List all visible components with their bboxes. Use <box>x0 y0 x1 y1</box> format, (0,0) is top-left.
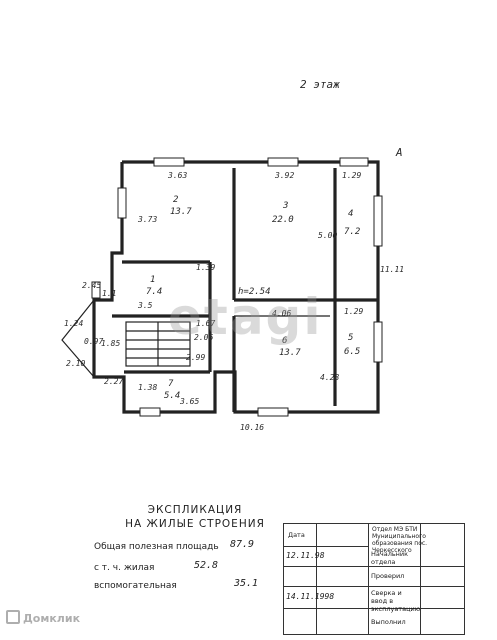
floor-label: 2 этаж <box>300 78 340 91</box>
room-num: 1 <box>150 275 155 285</box>
window-left-1 <box>117 187 127 219</box>
room-num: 7 <box>168 379 174 389</box>
window-top-2 <box>267 157 299 167</box>
room-area: 7.2 <box>344 227 360 237</box>
height-label: h=2.54 <box>238 287 271 297</box>
stamp-row3-date: 14.11.1998 <box>286 592 335 601</box>
stair-bay <box>61 299 95 378</box>
explication-title-line2: НА ЖИЛЫЕ СТРОЕНИЯ <box>125 518 265 530</box>
dim-label: 11.11 <box>380 265 404 274</box>
stamp-date-header: Дата <box>288 531 305 539</box>
dim-label: 0.97 <box>84 337 103 346</box>
dim-label: 3.92 <box>274 171 294 180</box>
living-area-value: 52.8 <box>194 560 219 571</box>
stamp-row4-label: Выполнил <box>371 618 406 626</box>
window-left-2 <box>91 281 101 299</box>
dim-label: 1.29 <box>344 307 363 316</box>
stamp-row2-label: Проверил <box>371 572 405 580</box>
room-num: 3 <box>282 201 288 211</box>
room-area: 13.7 <box>279 348 301 358</box>
window-top-3 <box>339 157 369 167</box>
domclick-logo: Домклик <box>6 610 80 625</box>
dim-label: 1.24 <box>64 319 83 328</box>
window-bottom-2 <box>139 407 161 417</box>
explication-title-line1: ЭКСПЛИКАЦИЯ <box>147 504 243 516</box>
window-right-2 <box>373 321 383 363</box>
window-right-1 <box>373 195 383 247</box>
domclick-logo-text: Домклик <box>23 612 81 625</box>
dim-label: 1.38 <box>138 383 157 392</box>
dim-label: 2.45 <box>82 281 101 290</box>
dim-label: 3.73 <box>137 215 157 224</box>
room-area: 5.4 <box>164 391 180 401</box>
dim-label: 1.39 <box>196 263 215 272</box>
dim-label: 2.27 <box>104 377 123 386</box>
stamp-row3-label: Сверка и ввод в эксплуатацию <box>371 589 421 613</box>
dim-label: 5.00 <box>318 231 337 240</box>
room-num: 4 <box>348 209 353 219</box>
dim-label: 2.06 <box>194 333 213 342</box>
room-area: 13.7 <box>170 207 192 217</box>
dim-label: 3.65 <box>179 397 199 406</box>
dim-label: 2.10 <box>66 359 85 368</box>
approval-stamp: Дата Отдел МЭ БТИ Муниципального образов… <box>283 523 465 635</box>
window-bottom-1 <box>257 407 289 417</box>
stamp-row1-label: Начальник отдела <box>371 550 409 566</box>
dim-label: 2.99 <box>186 353 205 362</box>
dim-label: 4.06 <box>272 309 291 318</box>
living-area-label: с т. ч. жилая <box>94 563 155 573</box>
total-area-row: Общая полезная площадь 87.9 <box>94 539 279 552</box>
dim-label: 1.85 <box>101 339 120 348</box>
room-num: 6 <box>282 336 287 346</box>
axis-letter: А <box>395 146 403 159</box>
dim-label: 1.1 <box>102 289 116 298</box>
outer-wall <box>92 160 380 414</box>
stamp-org: Отдел МЭ БТИ Муниципального образования … <box>372 526 428 554</box>
total-area-label: Общая полезная площадь <box>94 542 219 552</box>
room-num: 5 <box>348 333 353 343</box>
dim-label: 3.63 <box>167 171 187 180</box>
total-area-value: 87.9 <box>230 539 255 550</box>
dim-label: 1.67 <box>196 319 215 328</box>
aux-area-row: вспомогательная 35.1 <box>94 578 279 591</box>
room-area: 7.4 <box>146 287 162 297</box>
domclick-icon <box>6 610 20 624</box>
explication-title: ЭКСПЛИКАЦИЯ НА ЖИЛЫЕ СТРОЕНИЯ <box>110 503 280 531</box>
aux-area-value: 35.1 <box>234 578 259 589</box>
aux-area-label: вспомогательная <box>94 581 177 591</box>
watermark: etagi <box>168 288 323 346</box>
dim-label: 4.28 <box>320 373 339 382</box>
living-area-row: с т. ч. жилая 52.8 <box>94 560 279 573</box>
room-area: 6.5 <box>344 347 360 357</box>
window-top-1 <box>153 157 185 167</box>
dim-label: 10.16 <box>240 423 264 432</box>
dim-label: 3.5 <box>137 301 153 310</box>
stairs <box>125 321 191 367</box>
room-num: 2 <box>173 195 178 205</box>
room-area: 22.0 <box>272 215 294 225</box>
stamp-row1-date: 12.11.98 <box>286 551 325 560</box>
dim-label: 1.29 <box>342 171 361 180</box>
